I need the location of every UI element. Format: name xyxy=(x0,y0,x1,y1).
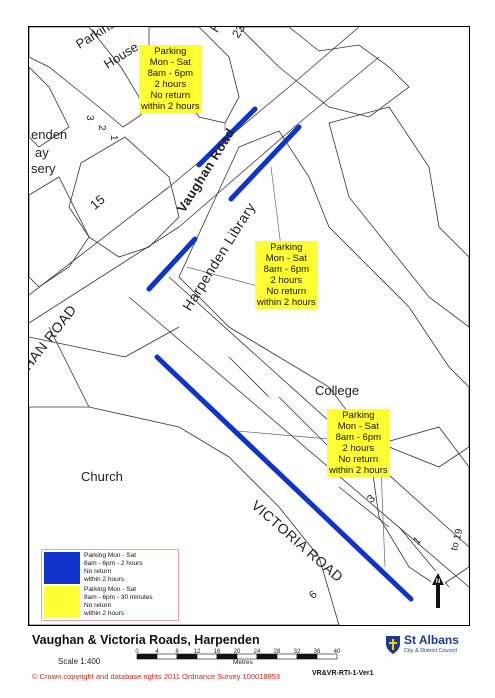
scale-text: Scale 1:400 xyxy=(58,657,101,666)
road-edge xyxy=(178,122,300,228)
road-edge xyxy=(48,326,90,408)
council-crest-icon xyxy=(386,636,400,654)
note-leader-line xyxy=(380,466,386,568)
parking-bay-line xyxy=(228,124,302,202)
legend-swatch-blue xyxy=(44,552,80,584)
scale-segment xyxy=(136,653,158,660)
scale-tick-label: 16 xyxy=(214,649,221,655)
parking-bay-line xyxy=(154,354,414,602)
place-label: sery xyxy=(31,161,56,176)
map-frame: ParkinsHouseHo23321endenaysery15CollegeC… xyxy=(28,26,470,626)
road-edge xyxy=(338,486,390,528)
legend-item: Parking Mon - Sat 8am - 6pm - 30 minutes… xyxy=(44,586,176,618)
copyright-notice: © Crown copyright and database rights 20… xyxy=(32,672,281,681)
scale-tick-label: 32 xyxy=(294,649,301,655)
scale-tick-label: 8 xyxy=(175,649,179,655)
building-outline xyxy=(29,27,142,128)
building-outline xyxy=(29,176,90,288)
parking-bay-line xyxy=(196,106,258,168)
place-label: enden xyxy=(31,127,68,142)
building-outline xyxy=(29,66,70,148)
north-arrow-icon: N xyxy=(431,571,445,609)
scale-tick-label: 24 xyxy=(254,649,261,655)
place-label: 1 xyxy=(108,135,119,141)
council-name: St Albans xyxy=(404,633,459,647)
road-edge xyxy=(128,296,469,588)
road-edge xyxy=(29,186,170,296)
road-edge xyxy=(29,336,126,358)
building-outline xyxy=(368,426,469,588)
scale-tick-label: 4 xyxy=(155,649,159,655)
map-canvas xyxy=(29,27,469,625)
scale-units: Metres xyxy=(233,659,253,666)
scale-tick-label: 12 xyxy=(194,649,201,655)
parking-bay-line xyxy=(146,236,198,292)
legend-item: Parking Mon - Sat 8am - 6pm - 2 hours No… xyxy=(44,552,176,584)
north-label: N xyxy=(436,579,440,585)
legend-text: Parking Mon - Sat 8am - 6pm - 2 hours No… xyxy=(84,552,143,583)
place-label: ay xyxy=(35,145,49,160)
council-logo: St Albans City & District Council xyxy=(385,632,465,662)
scale-segment xyxy=(156,653,178,660)
place-label: Church xyxy=(81,469,123,484)
scale-segment xyxy=(316,653,338,660)
scale-tick-label: 40 xyxy=(334,649,341,655)
building-outline xyxy=(68,136,180,258)
map-reference: VR&VR-RTI-1-Ver1 xyxy=(312,670,374,677)
scale-tick-label: 0 xyxy=(135,649,139,655)
scale-tick-label: 36 xyxy=(314,649,321,655)
building-outline xyxy=(238,27,410,118)
scale-tick-label: 20 xyxy=(234,649,241,655)
legend-text: Parking Mon - Sat 8am - 6pm - 30 minutes… xyxy=(84,586,153,617)
road-edge xyxy=(29,226,180,324)
scale-tick-label: 28 xyxy=(274,649,281,655)
place-label: College xyxy=(315,383,360,398)
building-outline xyxy=(178,130,469,468)
building-outline xyxy=(328,106,469,328)
road-edge xyxy=(278,396,330,448)
road-edge xyxy=(228,356,270,398)
council-subtitle: City & District Council xyxy=(404,648,457,654)
map-legend: Parking Mon - Sat 8am - 6pm - 2 hours No… xyxy=(41,549,179,621)
legend-swatch-yellow xyxy=(44,586,80,618)
road-edge xyxy=(288,27,360,88)
place-label: 2 xyxy=(96,125,107,131)
map-title: Vaughan & Victoria Roads, Harpenden xyxy=(32,633,260,647)
road-edge xyxy=(298,56,380,124)
note-leader-line xyxy=(236,430,330,440)
scale-bar: 0 4 8 12 16 20 24 28 32 36 40 xyxy=(135,649,341,660)
place-label: 3 xyxy=(84,115,95,121)
road-edge xyxy=(124,326,180,358)
note-leader-line xyxy=(186,266,262,288)
road-edge xyxy=(168,276,469,548)
building-outline xyxy=(29,406,340,625)
